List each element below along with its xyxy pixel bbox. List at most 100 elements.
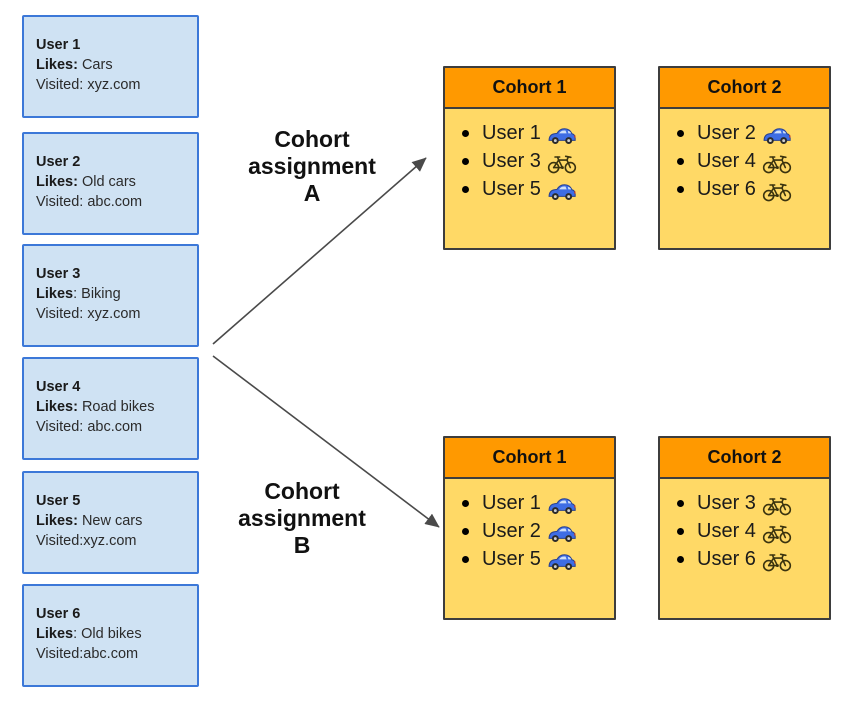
assignment-a-label: Cohort assignment A — [226, 126, 398, 207]
user-visited-line: Visited:xyz.com — [36, 533, 137, 549]
user-card-1: User 1 Likes: Cars Visited: xyz.com — [22, 15, 199, 118]
likes-value: Road bikes — [77, 399, 155, 415]
cohort-member: User 1 — [462, 119, 610, 147]
bike-icon — [762, 494, 792, 516]
cohort-member: User 6 — [677, 545, 825, 573]
user-card-4: User 4 Likes: Road bikes Visited: abc.co… — [22, 357, 199, 460]
cohort-member: User 6 — [677, 175, 825, 203]
bike-icon — [762, 522, 792, 544]
bullet-icon — [462, 499, 469, 507]
member-name: User 3 — [482, 149, 541, 172]
bullet-icon — [677, 157, 684, 165]
cohort-header: Cohort 1 — [445, 438, 614, 479]
member-name: User 4 — [697, 149, 756, 172]
cohort-member-list: User 2 User 4 User 6 — [660, 109, 829, 203]
bullet-icon — [462, 157, 469, 165]
user-visited-line: Visited: xyz.com — [36, 77, 141, 93]
member-name: User 6 — [697, 547, 756, 570]
bullet-icon — [462, 555, 469, 563]
bike-icon — [762, 152, 792, 174]
user-visited-line: Visited: xyz.com — [36, 306, 141, 322]
user-card-2: User 2 Likes: Old cars Visited: abc.com — [22, 132, 199, 235]
cohort-header: Cohort 1 — [445, 68, 614, 109]
cohort-member-list: User 3 User 4 User 6 — [660, 479, 829, 573]
user-card-title: User 1 — [36, 37, 81, 53]
user-card-title: User 6 — [36, 606, 81, 622]
likes-value: Old cars — [77, 174, 136, 190]
assignment-b-label-line2: assignment — [238, 505, 366, 531]
bullet-icon — [462, 185, 469, 193]
cohort-member: User 5 — [462, 175, 610, 203]
user-card-6: User 6 Likes: Old bikes Visited:abc.com — [22, 584, 199, 687]
bullet-icon — [677, 527, 684, 535]
likes-label: Likes: — [36, 174, 78, 190]
user-likes-line: Likes: Old bikes — [36, 624, 189, 644]
member-name: User 5 — [482, 177, 541, 200]
cohort-member-list: User 1 User 3 User 5 — [445, 109, 614, 203]
assignment-a-cohort-1-box: Cohort 1 User 1 User 3 User 5 — [443, 66, 616, 250]
cohort-member: User 2 — [462, 517, 610, 545]
likes-label: Likes — [36, 286, 74, 302]
assignment-a-label-line1: Cohort — [274, 126, 350, 152]
cohort-member: User 4 — [677, 147, 825, 175]
member-name: User 5 — [482, 547, 541, 570]
bullet-icon — [677, 555, 684, 563]
member-name: User 1 — [482, 121, 541, 144]
likes-label: Likes: — [36, 399, 78, 415]
likes-label: Likes: — [36, 57, 78, 73]
cohort-header: Cohort 2 — [660, 438, 829, 479]
car-icon — [547, 523, 577, 543]
user-likes-line: Likes: Cars — [36, 55, 189, 75]
user-card-title: User 2 — [36, 154, 81, 170]
likes-value: : Biking — [73, 286, 121, 302]
likes-label: Likes: — [36, 513, 78, 529]
user-visited-line: Visited:abc.com — [36, 646, 139, 662]
car-icon — [547, 125, 577, 145]
likes-value: : Old bikes — [73, 626, 142, 642]
bullet-icon — [462, 129, 469, 137]
cohort-member: User 5 — [462, 545, 610, 573]
assignment-a-label-line3: A — [303, 180, 321, 206]
car-icon — [547, 551, 577, 571]
user-likes-line: Likes: Old cars — [36, 172, 189, 192]
cohort-member: User 3 — [462, 147, 610, 175]
assignment-a-cohort-2-box: Cohort 2 User 2 User 4 User 6 — [658, 66, 831, 250]
user-card-title: User 3 — [36, 266, 81, 282]
cohort-member-list: User 1 User 2 User 5 — [445, 479, 614, 573]
assignment-b-cohort-2-box: Cohort 2 User 3 User 4 User 6 — [658, 436, 831, 620]
member-name: User 6 — [697, 177, 756, 200]
user-card-title: User 5 — [36, 493, 81, 509]
member-name: User 3 — [697, 491, 756, 514]
cohort-header: Cohort 2 — [660, 68, 829, 109]
car-icon — [762, 125, 792, 145]
cohort-member: User 4 — [677, 517, 825, 545]
likes-value: New cars — [77, 513, 143, 529]
bike-icon — [547, 152, 577, 174]
bullet-icon — [677, 129, 684, 137]
cohort-member: User 2 — [677, 119, 825, 147]
bike-icon — [762, 180, 792, 202]
user-card-title: User 4 — [36, 379, 81, 395]
bike-icon — [762, 550, 792, 572]
bullet-icon — [677, 185, 684, 193]
car-icon — [547, 181, 577, 201]
user-likes-line: Likes: New cars — [36, 511, 189, 531]
user-visited-line: Visited: abc.com — [36, 194, 143, 210]
member-name: User 2 — [482, 519, 541, 542]
cohort-member: User 1 — [462, 489, 610, 517]
bullet-icon — [677, 499, 684, 507]
user-card-5: User 5 Likes: New cars Visited:xyz.com — [22, 471, 199, 574]
assignment-b-label: Cohort assignment B — [216, 478, 388, 559]
assignment-b-label-line3: B — [293, 532, 311, 558]
car-icon — [547, 495, 577, 515]
user-card-3: User 3 Likes: Biking Visited: xyz.com — [22, 244, 199, 347]
likes-label: Likes — [36, 626, 74, 642]
assignment-b-label-line1: Cohort — [264, 478, 340, 504]
user-likes-line: Likes: Biking — [36, 284, 189, 304]
member-name: User 4 — [697, 519, 756, 542]
assignment-a-label-line2: assignment — [248, 153, 376, 179]
user-visited-line: Visited: abc.com — [36, 419, 143, 435]
cohort-member: User 3 — [677, 489, 825, 517]
member-name: User 1 — [482, 491, 541, 514]
